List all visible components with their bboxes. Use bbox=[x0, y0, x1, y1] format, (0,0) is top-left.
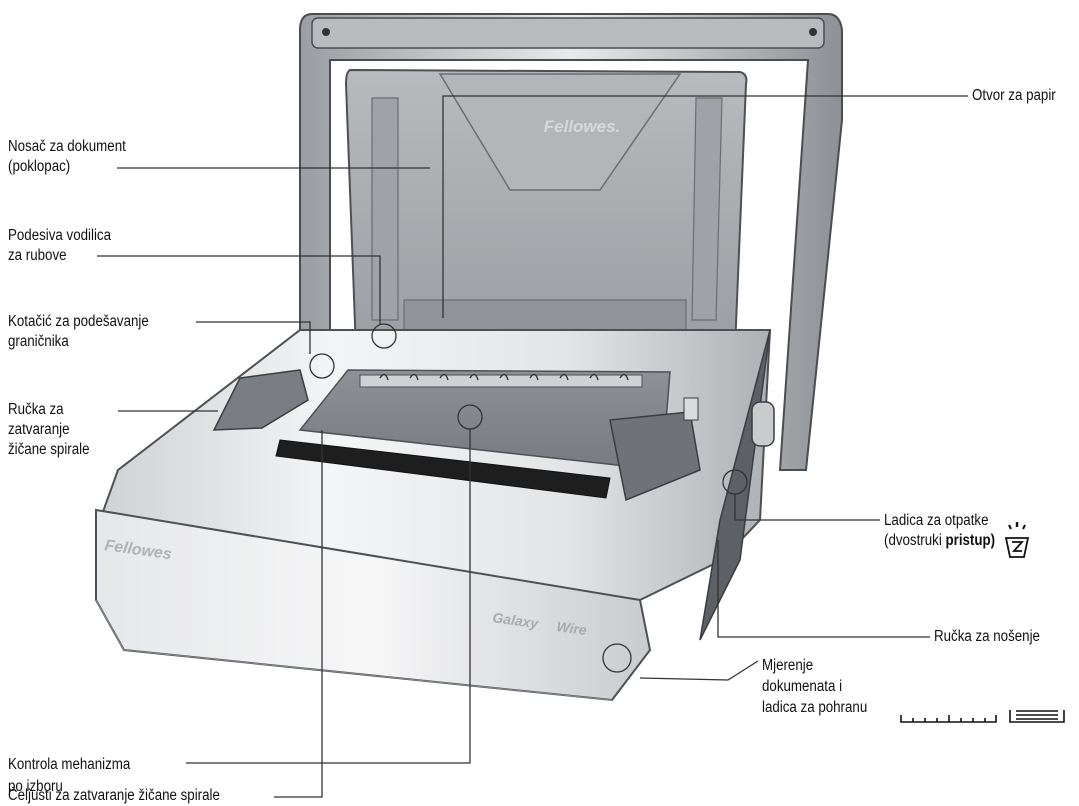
label-waste-tray: Ladica za otpatke (dvostruki pristup) bbox=[884, 511, 995, 551]
label-text-part: (dvostruki bbox=[884, 532, 946, 549]
model-name-galaxy: Galaxy bbox=[492, 609, 541, 631]
label-text: (dvostruki pristup) bbox=[884, 531, 995, 551]
label-text: (poklopac) bbox=[8, 158, 71, 175]
ruler-icon bbox=[900, 715, 997, 723]
label-text: Nosač za dokument bbox=[8, 138, 126, 155]
label-mechanism-control: Kontrola mehanizma po izboru bbox=[8, 754, 130, 798]
label-closing-jaws: Čeljusti za zatvaranje žičane spirale bbox=[8, 786, 220, 806]
label-text-part: pristup) bbox=[945, 532, 996, 549]
label-text: Čeljusti za zatvaranje žičane spirale bbox=[8, 787, 220, 804]
label-text: za rubove bbox=[8, 247, 67, 264]
machine-base: Fellowes Galaxy Wire bbox=[95, 329, 775, 702]
binding-jaw-slot bbox=[275, 439, 611, 499]
leader-lines bbox=[97, 95, 968, 798]
label-text: Ručka za nošenje bbox=[934, 628, 1040, 645]
label-text: Mjerenje bbox=[762, 657, 814, 674]
label-text: po izboru bbox=[8, 778, 63, 795]
document-holder-cover: Fellowes. bbox=[344, 68, 748, 352]
label-text: graničnika bbox=[8, 333, 69, 350]
waste-tray-icon bbox=[1004, 522, 1030, 558]
label-text: Kontrola mehanizma bbox=[8, 756, 131, 773]
label-document-holder: Nosač za dokument (poklopac) bbox=[8, 137, 126, 177]
label-edge-guide: Podesiva vodilica za rubove bbox=[8, 226, 111, 266]
label-text: Kotačić za podešavanje bbox=[8, 313, 149, 330]
label-closing-handle: Ručka za zatvaranje žičane spirale bbox=[8, 400, 90, 460]
closing-handle-shape bbox=[212, 369, 309, 431]
label-text: Ladica za otpatke bbox=[884, 512, 989, 529]
label-text: dokumenata i bbox=[762, 678, 843, 695]
label-stop-wheel: Kotačić za podešavanje graničnika bbox=[8, 312, 149, 352]
model-name-wire: Wire bbox=[556, 618, 588, 638]
label-text: Ručka za bbox=[8, 401, 64, 418]
label-text: Podesiva vodilica bbox=[8, 227, 111, 244]
label-measure-storage: Mjerenje dokumenata i ladica za pohranu bbox=[762, 655, 867, 718]
cover-brand-text: Fellowes. bbox=[544, 117, 621, 136]
storage-tray-icon bbox=[1009, 710, 1065, 723]
label-paper-slot: Otvor za papir bbox=[972, 86, 1056, 106]
label-carry-handle: Ručka za nošenje bbox=[934, 627, 1040, 647]
label-text: zatvaranje bbox=[8, 421, 70, 438]
label-text: Otvor za papir bbox=[972, 87, 1056, 104]
spiral-hooks bbox=[379, 373, 629, 381]
carry-handle-frame bbox=[299, 13, 843, 471]
label-text: žičane spirale bbox=[8, 441, 90, 458]
label-text: ladica za pohranu bbox=[762, 699, 868, 716]
